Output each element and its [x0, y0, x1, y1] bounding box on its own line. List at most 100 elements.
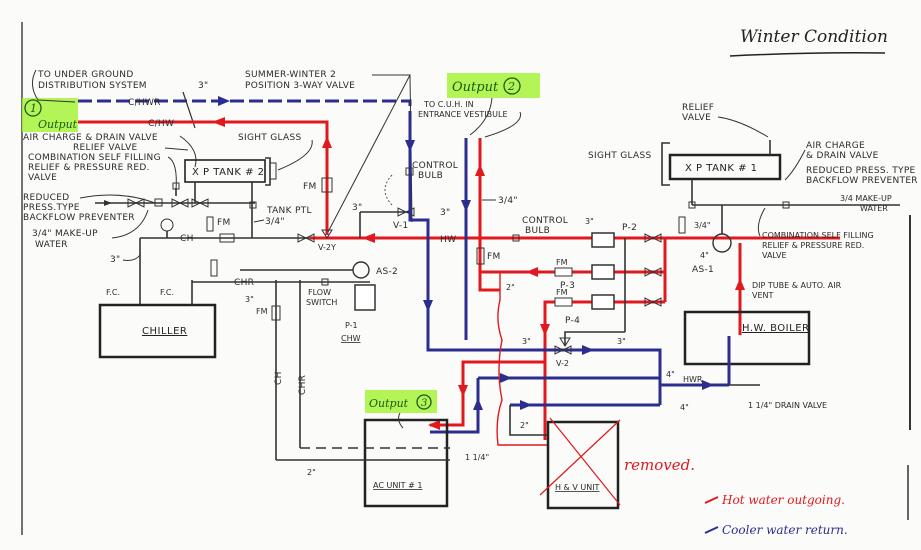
leader-output-3 — [398, 412, 404, 429]
leader-underground — [32, 69, 76, 103]
legend-hot-swatch — [704, 496, 719, 504]
output-3-number: 3 — [421, 398, 427, 409]
label-fm-ch: FM — [217, 218, 231, 228]
title-underline — [729, 52, 886, 57]
flow-meter-cuh — [476, 247, 485, 265]
label-114: 1 1/4" — [465, 453, 489, 462]
label-2in-mid: 2" — [506, 283, 515, 292]
label-34-cuh: 3/4" — [498, 196, 518, 206]
label-3in-v2a: 3" — [522, 337, 531, 346]
label-combo-left-2: RELIEF & PRESSURE RED. — [28, 163, 150, 173]
flow-arrow-p4 — [540, 324, 550, 336]
flow-arrow-makeup-left — [104, 200, 112, 206]
label-4in-a: 4" — [666, 370, 675, 379]
label-reduced-right-1: REDUCED PRESS. TYPE — [806, 166, 916, 176]
pipe-chw — [78, 120, 329, 235]
label-combo-right-2: RELIEF & PRESSURE RED. — [762, 241, 864, 250]
label-hv-unit: H & V UNIT — [555, 483, 600, 492]
flow-arrow-chwr — [218, 96, 230, 106]
label-sight-glass-left: SIGHT GLASS — [238, 133, 302, 143]
label-chwr: C/HWR — [128, 98, 161, 108]
xp-tank-1 — [668, 153, 782, 181]
relief-valve-left-icon — [172, 182, 180, 190]
label-relief-right-2: VALVE — [682, 113, 711, 123]
valve-p4 — [644, 297, 662, 307]
label-to-cuh-1: TO C.U.H. IN — [423, 100, 474, 109]
pump-p2 — [591, 232, 615, 248]
label-p2: P-2 — [622, 223, 637, 233]
flow-arrow-cuh-return — [461, 200, 471, 212]
leader-cuh-1 — [469, 97, 493, 136]
label-fm-red: FM — [303, 182, 317, 192]
flow-meter-red — [321, 177, 333, 193]
label-fc2: F.C. — [160, 288, 174, 297]
xp-tank-2 — [184, 159, 266, 183]
flow-arrow-chw-up — [322, 136, 332, 148]
label-xp-tank-1: X P TANK # 1 — [685, 163, 758, 174]
output-1-highlight — [22, 98, 78, 132]
label-fm-cuh: FM — [487, 252, 501, 262]
flow-arrow-hwr — [702, 380, 714, 390]
label-combo-left-1: COMBINATION SELF FILLING — [28, 153, 161, 163]
label-control-bulb-1: CONTROL — [412, 161, 458, 171]
flow-arrow-p3 — [526, 267, 538, 277]
sight-glass-right-frame — [661, 142, 670, 186]
label-reduced-left-3: BACKFLOW PREVENTER — [23, 213, 135, 223]
label-reduced-right-2: BACKFLOW PREVENTER — [806, 176, 918, 186]
label-as1: AS-1 — [692, 265, 714, 275]
label-reduced-left-2: PRESS.TYPE — [23, 203, 80, 213]
output-1-label: Output — [38, 118, 78, 131]
flow-arrow-blue-v1 — [405, 140, 415, 152]
leader-tank-ptl — [253, 219, 265, 223]
pipe-p4-line — [543, 300, 665, 440]
output-3-circle — [416, 394, 432, 410]
label-2in-ac: 2" — [307, 468, 316, 477]
legend-hot-label: Hot water outgoing. — [721, 493, 845, 507]
label-combo-right-1: COMBINATION SELF FILLING — [762, 231, 874, 240]
leader-air-charge-right — [784, 149, 806, 181]
flow-meter-p4 — [554, 297, 573, 307]
label-v2: V-2 — [556, 359, 569, 368]
label-3in-v1: 3" — [352, 203, 362, 213]
label-to-cuh-2: ENTRANCE VESTIBULE — [418, 110, 508, 119]
label-dip-tube-1: DIP TUBE & AUTO. AIR — [752, 281, 842, 290]
flow-meter-p3 — [554, 267, 573, 277]
pump-p3 — [591, 264, 615, 280]
label-makeup-left-2: WATER — [35, 240, 68, 250]
control-bulb-left — [405, 167, 414, 176]
output-2-label: Output — [452, 80, 499, 95]
flow-arrow-blue-top — [582, 345, 594, 355]
tank1-fitting — [688, 201, 696, 209]
valve-makeup-left — [127, 198, 145, 208]
flow-arrow-hw-main — [362, 233, 375, 243]
label-ch-vertical: CH — [274, 371, 284, 385]
flow-arrow-blue-bot — [520, 400, 532, 410]
pipe-red-hv-supply — [496, 272, 548, 446]
backflow-preventer-right — [782, 201, 790, 209]
pipe-cuh-supply — [478, 138, 500, 292]
backflow-preventer-left — [154, 198, 163, 207]
label-3in-top: 3" — [198, 81, 208, 91]
label-flow-switch-1: FLOW — [308, 288, 331, 297]
label-2in-hv: 2" — [520, 421, 529, 430]
label-sight-glass-right: SIGHT GLASS — [588, 151, 652, 161]
valve-v2y — [297, 229, 333, 243]
label-3in-p2: 3" — [585, 217, 594, 226]
label-fm-p3: FM — [556, 258, 568, 267]
leader-cuh-2 — [484, 111, 522, 138]
label-relief-right-1: RELIEF — [682, 103, 714, 113]
label-34-as1: 3/4" — [694, 221, 711, 230]
label-p1: P-1 — [345, 321, 358, 330]
label-removed: removed. — [624, 456, 695, 474]
output-2-number: 2 — [507, 80, 515, 93]
label-v1: V-1 — [393, 221, 409, 231]
label-air-charge-right-2: & DRAIN VALVE — [806, 151, 879, 161]
flow-meter-ch — [219, 233, 235, 243]
valve-v2 — [554, 337, 572, 355]
label-34-tank: 3/4" — [265, 217, 285, 227]
label-combo-left-3: VALVE — [28, 173, 57, 183]
label-ch-main: CH — [180, 234, 194, 244]
pipe-hv-return — [509, 405, 548, 436]
label-3in-v1b: 3" — [440, 208, 450, 218]
